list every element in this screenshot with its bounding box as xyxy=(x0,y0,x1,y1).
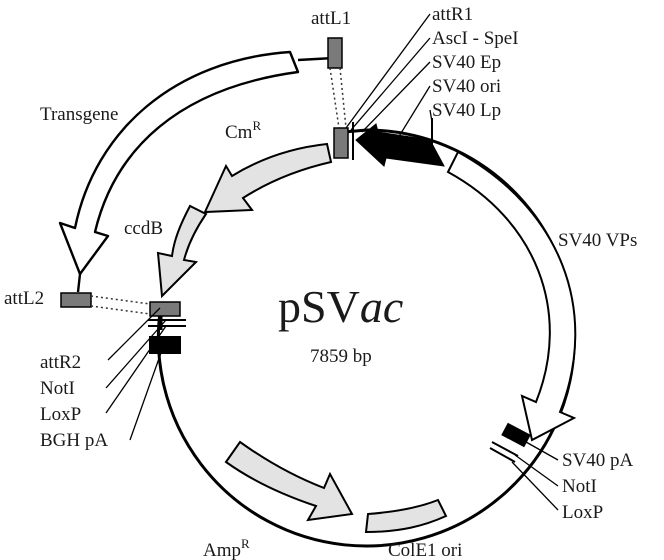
label-sv40-ep: SV40 Ep xyxy=(432,52,501,73)
label-ampR: AmpR xyxy=(203,536,250,560)
sv40-pA-box xyxy=(501,422,531,448)
label-ascI-speI: AscI - SpeI xyxy=(432,28,519,49)
plasmid-name-suffix: ac xyxy=(360,281,403,332)
leader-lines xyxy=(105,13,559,511)
label-transgene: Transgene xyxy=(40,104,118,125)
attL2-box xyxy=(60,292,92,308)
label-attL2: attL2 xyxy=(4,288,44,309)
ampR-arrow xyxy=(224,440,354,522)
attR1-box xyxy=(333,127,349,159)
label-attR2: attR2 xyxy=(40,352,81,373)
sv40-vps-arrow xyxy=(446,150,577,442)
plasmid-name: pSVac xyxy=(278,281,403,332)
label-notI-right: NotI xyxy=(562,476,597,497)
attR2-box xyxy=(149,301,181,317)
label-sv40-pA: SV40 pA xyxy=(562,450,634,471)
notI-right-tick xyxy=(491,441,519,457)
loxP-right-tick xyxy=(489,447,516,463)
label-cmR: CmR xyxy=(225,118,261,143)
recombination-links xyxy=(90,67,347,315)
label-cmR-sup: R xyxy=(252,118,261,133)
label-cmR-base: Cm xyxy=(225,122,253,143)
label-ampR-sup: R xyxy=(241,536,250,551)
label-bgh-pA: BGH pA xyxy=(40,430,108,451)
label-sv40-lp: SV40 Lp xyxy=(432,100,501,121)
attL1-box xyxy=(327,37,343,69)
plasmid-name-prefix: pSV xyxy=(278,281,360,332)
backbone-arc xyxy=(156,128,576,548)
label-loxP-right: LoxP xyxy=(562,502,603,523)
colE1-ori-box xyxy=(364,498,448,534)
label-attR1: attR1 xyxy=(432,4,473,25)
bgh-pA-box xyxy=(149,336,181,354)
sv40-promoter-arrow xyxy=(355,123,445,167)
plasmid-size: 7859 bp xyxy=(310,346,372,367)
label-sv40-vps: SV40 VPs xyxy=(558,230,637,251)
label-attL1: attL1 xyxy=(311,8,351,29)
label-notI-left: NotI xyxy=(40,378,75,399)
transgene-head-line xyxy=(76,273,82,293)
cmR-arrow xyxy=(203,142,333,214)
label-sv40-ori: SV40 ori xyxy=(432,76,501,97)
ccdB-arrow xyxy=(156,204,208,299)
label-colE1-ori: ColE1 ori xyxy=(388,540,462,560)
label-ampR-base: Amp xyxy=(203,540,241,560)
label-loxP-left: LoxP xyxy=(40,404,81,425)
label-ccdB: ccdB xyxy=(124,218,163,239)
transgene-arrow xyxy=(58,50,300,276)
